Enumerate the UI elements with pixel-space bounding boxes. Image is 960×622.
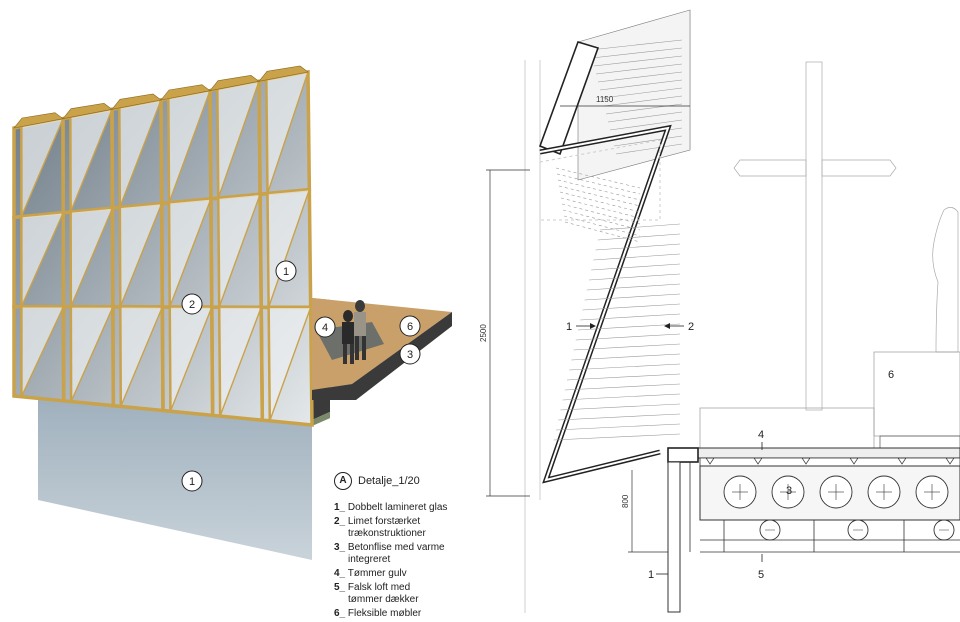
dim-2500: 2500 (479, 324, 488, 342)
label-6: 6 (888, 369, 894, 381)
label-3: 3 (786, 485, 792, 497)
label-1: 1 (566, 321, 572, 333)
label-5: 5 (758, 569, 764, 581)
person-silhouette (933, 207, 958, 352)
label-4: 4 (758, 429, 764, 441)
furniture-box (874, 352, 960, 436)
facade-section (540, 10, 690, 480)
sign-post (734, 62, 896, 410)
dim-800: 800 (621, 494, 630, 508)
label-2: 2 (688, 321, 694, 333)
label-1-bottom: 1 (648, 569, 654, 581)
dim-1150: 1150 (596, 95, 614, 104)
floor-construction (668, 448, 960, 612)
